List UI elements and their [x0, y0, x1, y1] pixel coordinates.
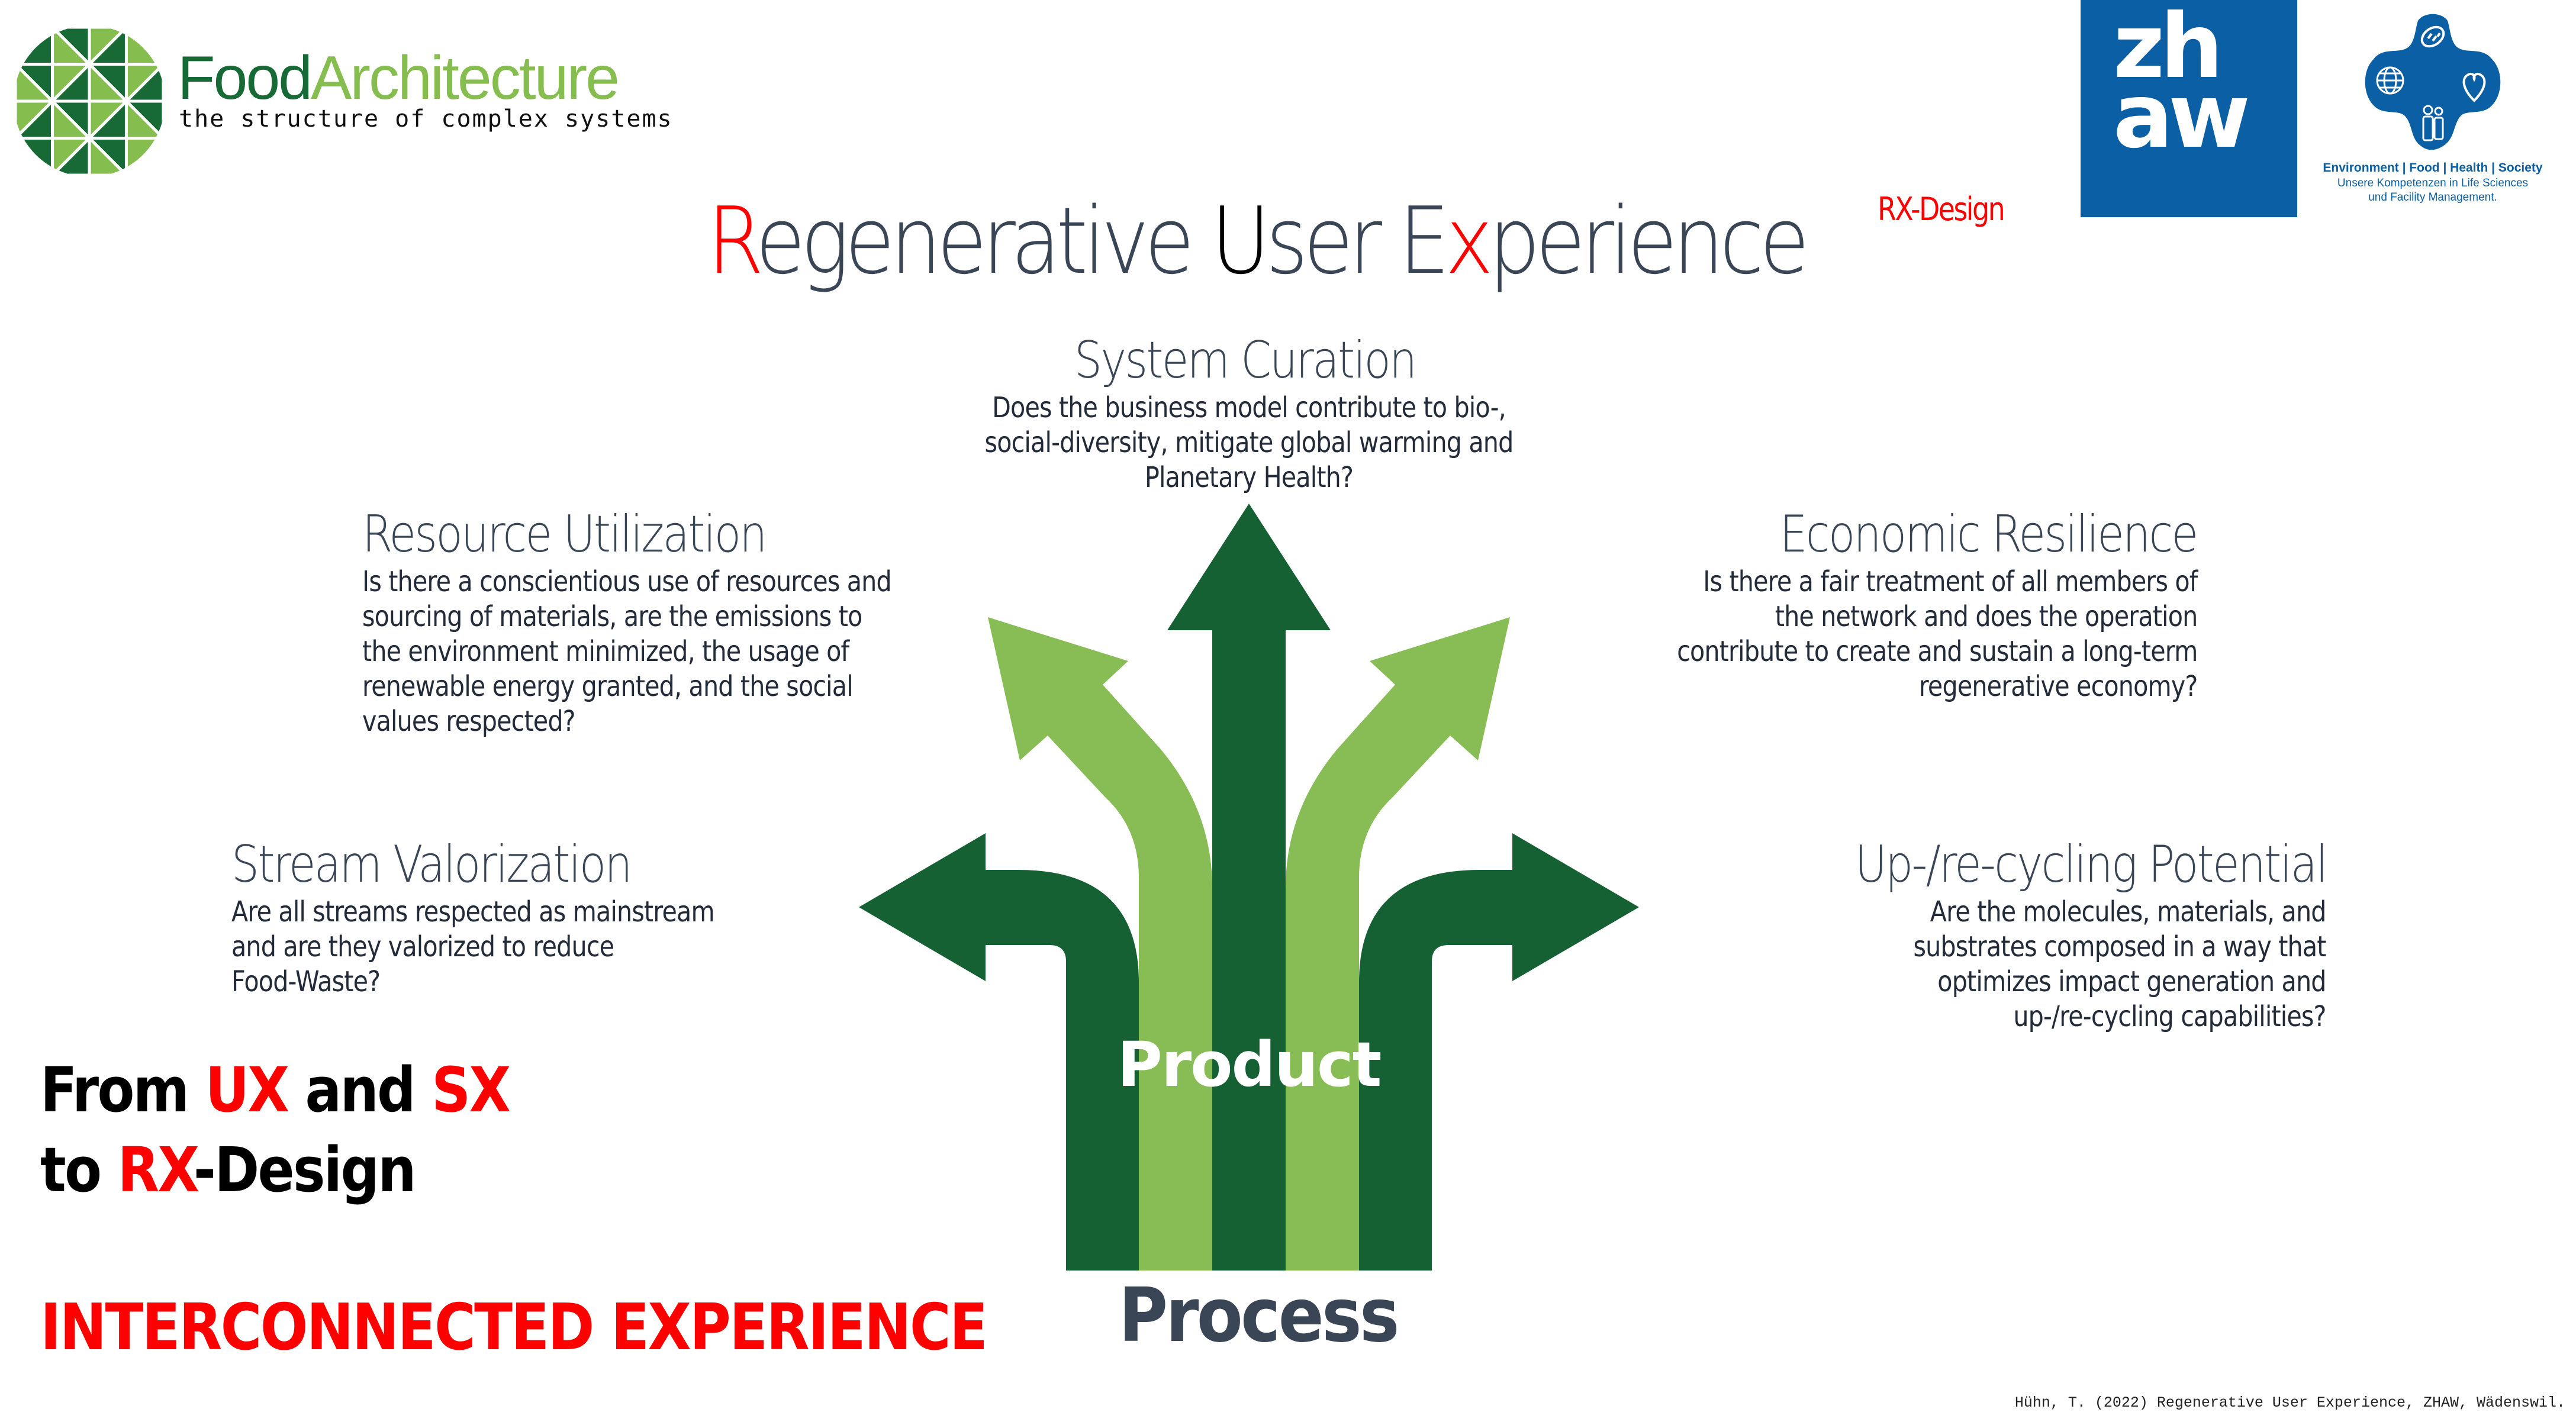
- zhaw-caption-line2: Unsere Kompetenzen in Life Sciences: [2337, 177, 2529, 189]
- title-part: egenerative: [755, 187, 1211, 295]
- tagline-part: From: [40, 1054, 205, 1126]
- wordmark-architecture: Architecture: [311, 44, 620, 112]
- body-line: social-diversity, mitigate global warmin…: [984, 426, 1514, 459]
- body-line: Are all streams respected as mainstream: [231, 895, 715, 928]
- body-line: substrates composed in a way that: [1913, 930, 2327, 963]
- body-line: Food-Waste?: [231, 965, 381, 998]
- interconnected-experience-label: INTERCONNECTED EXPERIENCE: [40, 1291, 988, 1365]
- wordmark-food: Food: [178, 44, 313, 112]
- title-part: x: [1445, 187, 1493, 295]
- title-superscript: RX-Design: [1878, 191, 2005, 228]
- section-body-system-curation: Does the business model contribute to bi…: [969, 391, 1529, 495]
- body-line: contribute to create and sustain a long-…: [1676, 635, 2198, 668]
- tagline-part: RX: [117, 1134, 195, 1206]
- arrow-right: [1359, 833, 1639, 1271]
- body-line: Planetary Health?: [1144, 461, 1354, 494]
- food-architecture-tagline: the structure of complex systems: [179, 105, 673, 133]
- tagline-line2: to RX-Design: [40, 1139, 417, 1201]
- section-heading-system-curation: System Curation: [1074, 331, 1417, 390]
- heart-icon: [2462, 73, 2486, 102]
- arrow-up-right: [1286, 617, 1510, 1271]
- page-title: Regenerative User Experience: [707, 187, 1809, 295]
- body-line: Is there a conscientious use of resource…: [362, 565, 892, 598]
- tagline-part: -Design: [193, 1134, 417, 1206]
- body-line: Does the business model contribute to bi…: [992, 391, 1506, 424]
- section-heading-economic-resilience: Economic Resilience: [1780, 505, 2198, 564]
- body-line: values respected?: [362, 705, 576, 738]
- arrow-up: [1167, 504, 1331, 1271]
- arrow-up-left: [988, 617, 1212, 1271]
- zhaw-logo: [2081, 0, 2297, 217]
- body-line: the environment minimized, the usage of: [362, 635, 849, 668]
- section-body-stream-valorization: Are all streams respected as mainstream …: [231, 895, 715, 999]
- zhaw-line1: zh: [2113, 0, 2223, 98]
- zhaw-caption-line3: und Facility Management.: [2368, 191, 2497, 204]
- tagline-line1: From UX and SX: [40, 1059, 511, 1121]
- body-line: optimizes impact generation and: [1937, 965, 2327, 998]
- section-heading-stream-valorization: Stream Valorization: [231, 835, 632, 894]
- title-part: perience: [1489, 187, 1809, 295]
- product-label: Product: [1118, 1028, 1381, 1101]
- zhaw-wordmark: zh aw: [2113, 0, 2250, 168]
- body-line: and are they valorized to reduce: [231, 930, 614, 963]
- process-label: Process: [1119, 1272, 1399, 1359]
- title-part: R: [707, 187, 760, 295]
- zhaw-caption-domains: Environment | Food | Health | Society: [2323, 161, 2543, 175]
- food-architecture-wordmark: FoodArchitecture: [178, 44, 620, 112]
- citation: Hühn, T. (2022) Regenerative User Experi…: [2014, 1394, 2565, 1411]
- body-line: regenerative economy?: [1918, 670, 2198, 703]
- zhaw-emblem: [2365, 14, 2501, 150]
- bread-icon: [2420, 25, 2445, 48]
- zhaw-line2: aw: [2113, 65, 2250, 168]
- body-line: sourcing of materials, are the emissions…: [362, 600, 862, 633]
- section-heading-resource-utilization: Resource Utilization: [362, 505, 767, 564]
- globe-icon: [2376, 66, 2404, 95]
- body-line: up-/re-cycling capabilities?: [2013, 1000, 2327, 1033]
- people-icon: [2422, 105, 2444, 141]
- title-part: U: [1210, 187, 1270, 295]
- body-line: the network and does the operation: [1775, 600, 2198, 633]
- section-body-upcycling-potential: Are the molecules, materials, and substr…: [1913, 895, 2327, 1034]
- arrow-left: [859, 833, 1139, 1271]
- body-line: renewable energy granted, and the social: [362, 670, 854, 703]
- tagline-part: and: [288, 1054, 432, 1126]
- title-part: ser E: [1266, 187, 1450, 295]
- tagline-part: SX: [432, 1054, 511, 1126]
- tagline-part: to: [40, 1134, 118, 1206]
- tagline-part: UX: [205, 1054, 289, 1126]
- section-body-economic-resilience: Is there a fair treatment of all members…: [1676, 565, 2198, 704]
- geodesic-globe-icon: [14, 25, 165, 177]
- body-line: Is there a fair treatment of all members…: [1702, 565, 2198, 598]
- section-heading-upcycling-potential: Up-/re-cycling Potential: [1854, 835, 2327, 894]
- body-line: Are the molecules, materials, and: [1930, 895, 2327, 928]
- section-body-resource-utilization: Is there a conscientious use of resource…: [362, 565, 892, 739]
